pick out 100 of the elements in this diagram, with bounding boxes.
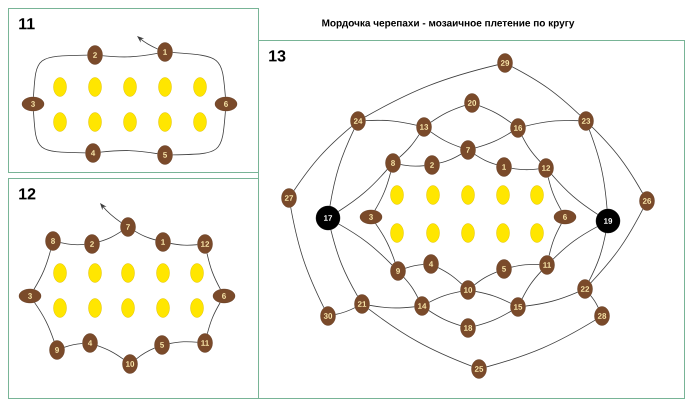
bead: 17	[316, 206, 340, 230]
bead: 9	[390, 261, 406, 281]
bead	[53, 263, 67, 283]
thread	[588, 232, 606, 282]
thread	[64, 343, 83, 348]
bead	[190, 263, 204, 283]
bead: 6	[214, 96, 238, 112]
thread	[137, 36, 158, 50]
bead: 6	[554, 210, 576, 224]
bead: 24	[350, 111, 366, 131]
bead: 22	[577, 279, 593, 299]
bead	[123, 112, 137, 132]
bead: 2	[84, 234, 100, 254]
bead: 7	[460, 140, 476, 160]
bead: 13	[416, 117, 432, 137]
thread	[33, 110, 86, 154]
thread	[438, 267, 462, 285]
thread	[403, 276, 418, 298]
bead	[121, 298, 135, 318]
thread	[439, 154, 462, 164]
bead	[53, 298, 67, 318]
thread	[170, 243, 198, 246]
thread	[511, 168, 539, 170]
thread	[405, 264, 424, 269]
bead: 15	[510, 297, 526, 317]
thread	[100, 203, 122, 223]
bead: 23	[578, 111, 594, 131]
thread	[525, 120, 579, 127]
bead	[88, 77, 102, 97]
thread	[475, 310, 512, 326]
thread	[294, 126, 352, 191]
bead: 1	[155, 232, 171, 252]
thread	[335, 307, 356, 315]
thread	[206, 252, 221, 290]
thread	[34, 302, 54, 342]
bead: 11	[539, 255, 555, 275]
bead: 10	[122, 354, 138, 374]
thread	[102, 53, 158, 58]
bead: 29	[497, 53, 513, 73]
bead	[461, 185, 475, 205]
bead: 3	[360, 210, 382, 224]
bead: 4	[423, 254, 439, 274]
thread	[522, 270, 542, 300]
bead	[390, 223, 404, 243]
bead	[158, 112, 172, 132]
bead: 9	[49, 340, 65, 360]
thread	[588, 129, 608, 210]
thread	[486, 320, 596, 368]
bead: 19	[596, 208, 620, 234]
thread	[330, 128, 354, 206]
bead	[530, 185, 544, 205]
thread	[474, 154, 497, 166]
thread	[33, 54, 88, 98]
thread	[338, 224, 392, 266]
thread	[428, 291, 461, 303]
bead	[461, 223, 475, 243]
bead: 26	[639, 191, 655, 211]
bead	[156, 263, 170, 283]
thread	[400, 164, 425, 167]
thread	[475, 132, 512, 148]
bead: 3	[18, 288, 42, 304]
thread	[134, 230, 156, 240]
thread	[478, 105, 512, 124]
thread	[552, 226, 598, 260]
bead: 7	[120, 217, 136, 237]
bead: 2	[424, 155, 440, 175]
thread	[172, 110, 226, 156]
thread	[369, 304, 415, 308]
thread	[365, 120, 417, 126]
bead: 5	[496, 259, 512, 279]
bead: 28	[594, 306, 610, 326]
thread	[475, 291, 512, 304]
bead	[530, 223, 544, 243]
thread	[374, 172, 392, 211]
bead	[121, 263, 135, 283]
bead	[53, 112, 67, 132]
bead	[496, 185, 510, 205]
thread	[525, 292, 578, 306]
bead: 8	[45, 231, 61, 251]
bead: 25	[471, 359, 487, 379]
bead	[88, 112, 102, 132]
bead	[426, 185, 440, 205]
bead: 30	[320, 306, 336, 326]
bead: 1	[496, 157, 512, 177]
bead	[88, 263, 102, 283]
thread	[590, 208, 644, 284]
thread	[522, 136, 541, 162]
bead: 21	[354, 294, 370, 314]
bead: 2	[87, 45, 103, 65]
bead: 1	[157, 42, 173, 62]
thread	[375, 223, 396, 262]
bead: 5	[157, 145, 173, 165]
bead: 8	[385, 153, 401, 173]
thread	[206, 302, 221, 334]
bead: 12	[538, 158, 554, 178]
thread	[512, 66, 580, 116]
thread	[511, 264, 540, 268]
thread	[590, 295, 599, 308]
thread	[364, 64, 498, 118]
thread	[99, 231, 122, 242]
